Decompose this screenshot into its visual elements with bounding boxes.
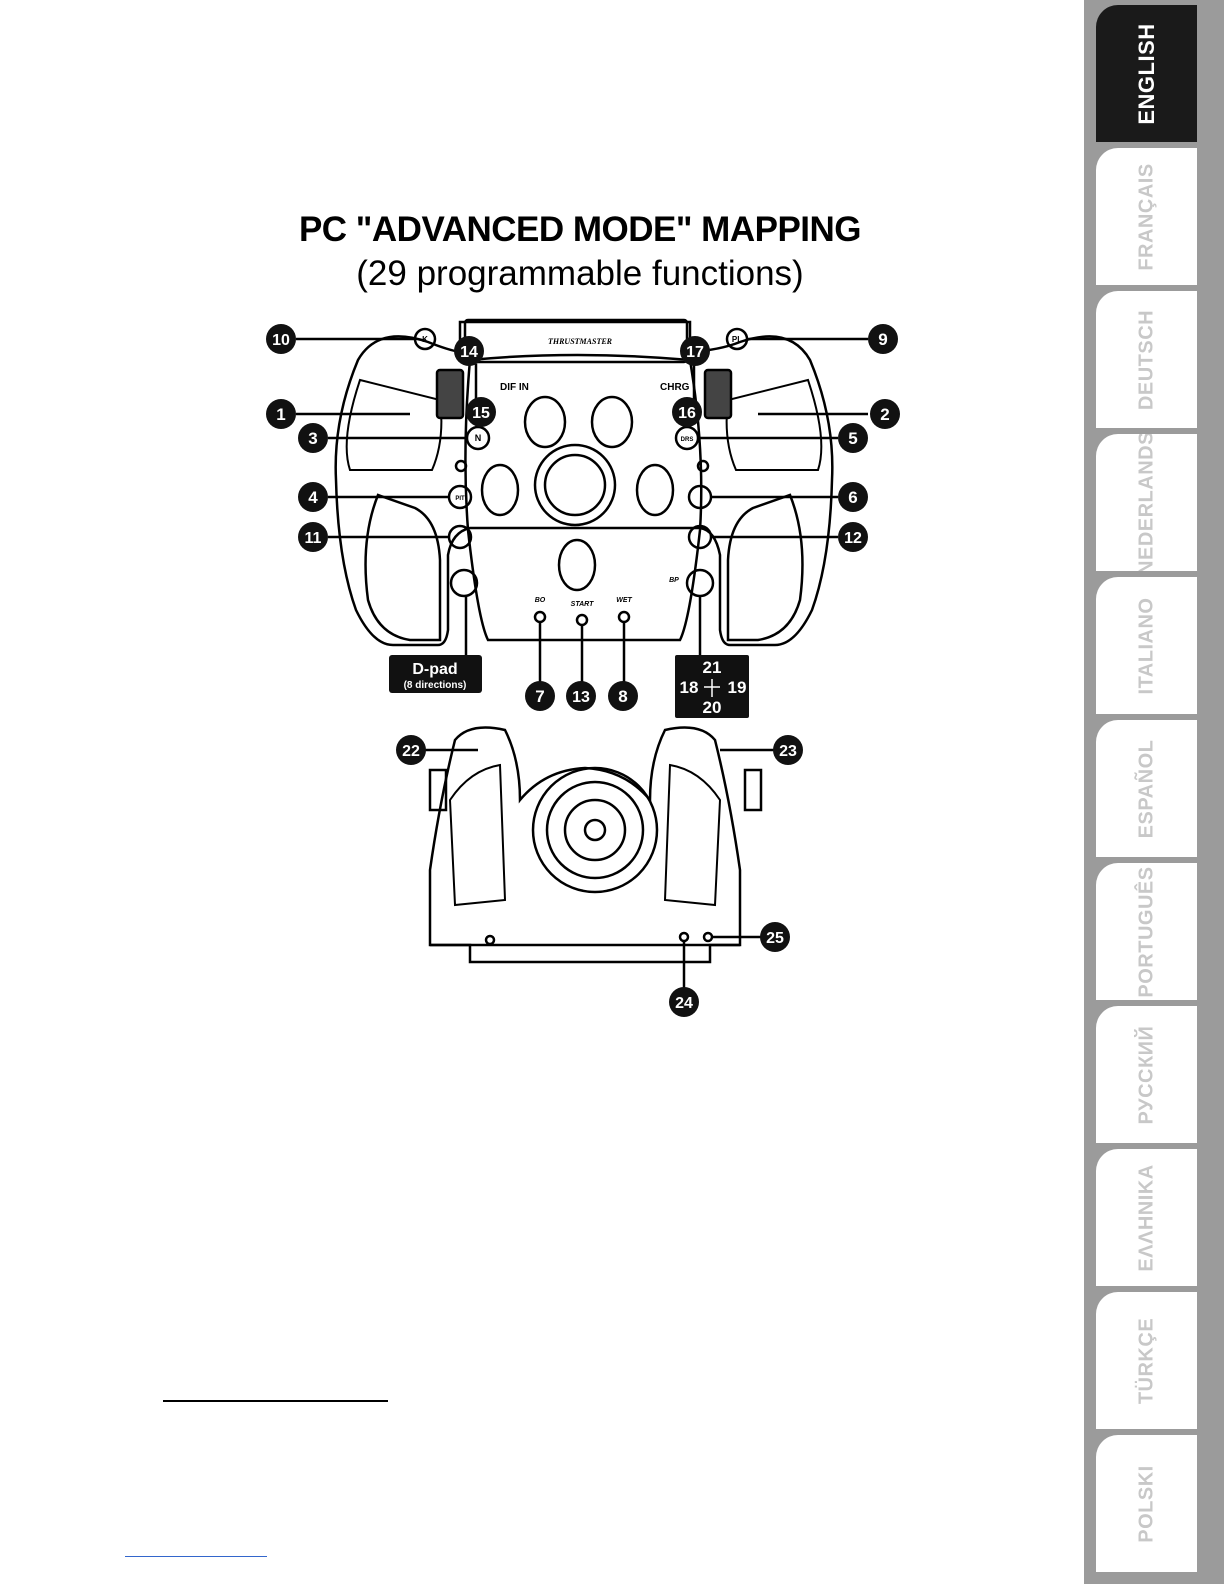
switch-label-wet: WET: [616, 597, 632, 604]
language-tab-4[interactable]: ITALIANO: [1096, 577, 1197, 714]
svg-text:23: 23: [779, 743, 797, 760]
pov-legend-left: 18: [680, 678, 699, 697]
svg-text:7: 7: [535, 687, 544, 706]
svg-text:24: 24: [675, 995, 693, 1012]
language-tab-label: FRANÇAIS: [1135, 163, 1158, 270]
language-tab-8[interactable]: ΕΛΛΗΝΙΚΑ: [1096, 1149, 1197, 1286]
wheel-rear-outline: [430, 728, 740, 962]
switch-label-start: START: [571, 601, 594, 608]
callout-9: 9: [868, 324, 898, 354]
language-tab-bar: ENGLISH FRANÇAIS DEUTSCH NEDERLANDS ITALIANO…: [1084, 0, 1224, 1584]
language-tab-9[interactable]: TÜRKÇE: [1096, 1292, 1197, 1429]
callout-17: 17: [680, 336, 710, 366]
dpad-legend-sub: (8 directions): [404, 680, 467, 691]
dpad-legend-title: D-pad: [412, 661, 457, 678]
svg-text:6: 6: [848, 488, 857, 507]
language-tab-label: ITALIANO: [1135, 597, 1158, 694]
svg-text:15: 15: [472, 405, 490, 422]
footnote-separator: [163, 1400, 388, 1402]
switch-label-bp: BP: [669, 577, 679, 584]
callout-23: 23: [773, 735, 803, 765]
svg-text:2: 2: [880, 405, 889, 424]
callout-1: 1: [266, 399, 296, 429]
svg-text:5: 5: [848, 429, 857, 448]
language-tab-label: ESPAÑOL: [1135, 739, 1158, 838]
callout-10: 10: [266, 324, 296, 354]
callout-25: 25: [760, 922, 790, 952]
paddle-label-left: DIF IN: [500, 382, 529, 393]
pov-legend-right: 19: [728, 678, 747, 697]
pov-legend-up: 21: [703, 658, 722, 677]
footer-link-underline: [125, 1556, 267, 1557]
svg-text:22: 22: [402, 743, 420, 760]
brand-logo: THRUSTMASTER: [548, 337, 613, 346]
wheel-outline: [336, 322, 833, 645]
language-tab-label: TÜRKÇE: [1135, 1317, 1158, 1403]
language-tab-10[interactable]: POLSKI: [1096, 1435, 1197, 1572]
button-label-pit: PIT: [455, 496, 465, 502]
callout-8: 8: [608, 681, 638, 711]
callout-12: 12: [838, 522, 868, 552]
paddle-label-right: CHRG: [660, 382, 690, 393]
callout-3: 3: [298, 423, 328, 453]
svg-text:9: 9: [878, 330, 887, 349]
button-label-n: N: [475, 433, 482, 443]
pov-legend-down: 20: [703, 698, 722, 717]
callout-4: 4: [298, 482, 328, 512]
svg-text:25: 25: [766, 930, 784, 947]
callout-2: 2: [870, 399, 900, 429]
callout-5: 5: [838, 423, 868, 453]
wheel-mapping-diagram: THRUSTMASTER DIF IN CHRG K PL N DRS PIT …: [0, 0, 1084, 1584]
language-tab-7[interactable]: РУССКИЙ: [1096, 1006, 1197, 1143]
language-tab-label: ΕΛΛΗΝΙΚΑ: [1135, 1164, 1158, 1271]
svg-text:8: 8: [618, 687, 627, 706]
callout-22: 22: [396, 735, 426, 765]
callout-14: 14: [454, 336, 484, 366]
svg-text:12: 12: [844, 530, 862, 547]
svg-text:10: 10: [272, 332, 290, 349]
switch-label-bo: BO: [535, 597, 546, 604]
language-tab-0[interactable]: ENGLISH: [1096, 5, 1197, 142]
language-tab-label: NEDERLANDS: [1135, 434, 1158, 571]
callout-7: 7: [525, 681, 555, 711]
svg-text:3: 3: [308, 429, 317, 448]
callout-6: 6: [838, 482, 868, 512]
language-tab-6[interactable]: PORTUGUÊS: [1096, 863, 1197, 1000]
language-tab-label: РУССКИЙ: [1135, 1025, 1158, 1124]
button-label-k: K: [422, 335, 428, 344]
svg-text:11: 11: [305, 530, 322, 547]
language-tab-label: POLSKI: [1135, 1465, 1158, 1542]
svg-text:17: 17: [686, 344, 704, 361]
callout-13: 13: [566, 681, 596, 711]
svg-text:16: 16: [678, 405, 696, 422]
callout-15: 15: [466, 397, 496, 427]
callout-11: 11: [298, 522, 328, 552]
language-tab-5[interactable]: ESPAÑOL: [1096, 720, 1197, 857]
language-tab-2[interactable]: DEUTSCH: [1096, 291, 1197, 428]
button-label-drs: DRS: [681, 437, 694, 443]
language-tab-label: DEUTSCH: [1135, 309, 1158, 409]
language-tab-3[interactable]: NEDERLANDS: [1096, 434, 1197, 571]
language-tab-label: PORTUGUÊS: [1135, 866, 1158, 997]
svg-text:4: 4: [308, 488, 318, 507]
svg-text:1: 1: [276, 405, 285, 424]
callout-24: 24: [669, 987, 699, 1017]
svg-text:13: 13: [572, 689, 590, 706]
language-tab-1[interactable]: FRANÇAIS: [1096, 148, 1197, 285]
callout-16: 16: [672, 397, 702, 427]
language-tab-label: ENGLISH: [1134, 23, 1160, 124]
button-label-pl: PL: [732, 335, 742, 344]
svg-text:14: 14: [460, 344, 478, 361]
